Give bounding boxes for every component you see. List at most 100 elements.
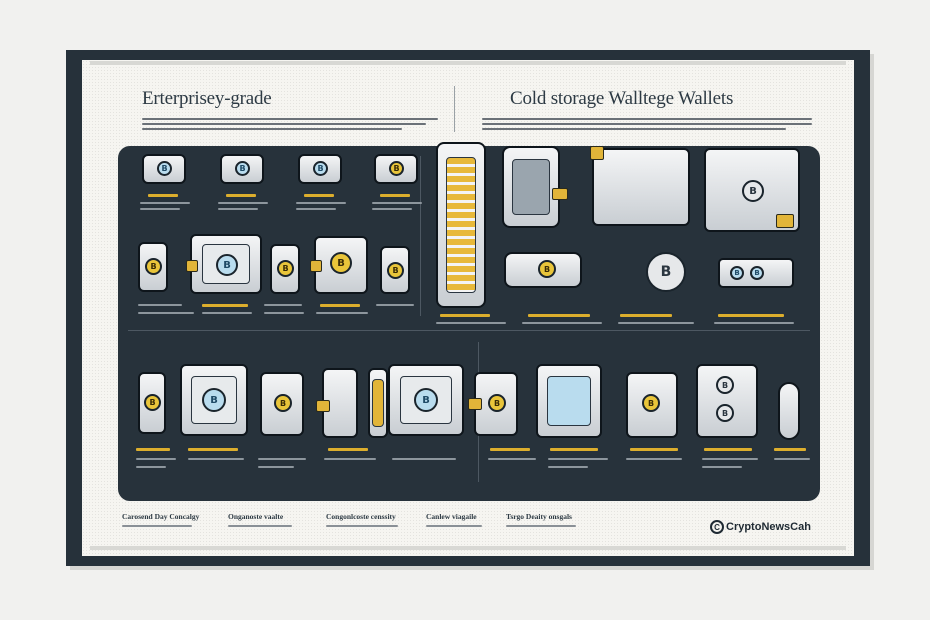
- hardware-wallet-d: B: [310, 236, 368, 294]
- caption-line: [264, 304, 302, 306]
- caption-line: [188, 458, 244, 460]
- display-wallet: [536, 364, 602, 438]
- label-bar: [440, 314, 490, 317]
- card-wallet-1: B: [142, 154, 186, 184]
- folding-wallet: [502, 146, 568, 228]
- footer-column-3: Congonlcoste censsity: [326, 512, 398, 527]
- card-wallet-2: B: [220, 154, 264, 184]
- caption-line: [140, 208, 180, 210]
- label-bar: [136, 448, 170, 451]
- caption-line: [714, 322, 794, 324]
- label-bar: [380, 194, 410, 197]
- caption-line: [372, 208, 412, 210]
- intro-text-right: [482, 118, 812, 133]
- caption-line: [488, 458, 536, 460]
- label-bar: [550, 448, 598, 451]
- caption-line: [436, 322, 506, 324]
- bitcoin-coin-icon: B: [730, 266, 744, 280]
- hardware-wallet-k: B: [468, 372, 518, 436]
- clasp: [776, 214, 794, 228]
- hardware-wallet-f: B: [138, 372, 166, 434]
- hardware-wallet-l: B: [626, 372, 678, 438]
- footer-title: Canlew viagaile: [426, 512, 477, 521]
- hardware-wallet-m: B B: [696, 364, 758, 438]
- bitcoin-coin-icon: B: [488, 394, 506, 412]
- hardware-wallet-g: B: [180, 364, 248, 436]
- heading-divider: [454, 86, 455, 132]
- caption-line: [258, 466, 294, 468]
- bitcoin-coin-icon: B: [145, 258, 162, 275]
- footer-title: Tsrgo Deaity onsgals: [506, 512, 572, 521]
- bitcoin-coin-icon: B: [716, 404, 734, 422]
- usb-wallet: B B: [718, 258, 794, 288]
- caption-line: [372, 202, 422, 204]
- card-cold-wallet: [590, 146, 690, 226]
- caption-line: [316, 312, 368, 314]
- hardware-wallet-a: B: [138, 242, 168, 292]
- coin-wallet-icon: B: [646, 252, 686, 292]
- tall-cold-wallet: [436, 142, 486, 308]
- heading-right: Cold storage Walltege Wallets: [510, 88, 734, 109]
- bitcoin-coin-icon: B: [157, 161, 172, 176]
- hardware-wallet-i: [316, 368, 358, 438]
- caption-line: [376, 304, 414, 306]
- footer-column-1: Carosend Day Concalgy: [122, 512, 199, 527]
- caption-line: [296, 208, 336, 210]
- bitcoin-coin-icon: B: [716, 376, 734, 394]
- caption-line: [138, 312, 194, 314]
- label-bar: [704, 448, 752, 451]
- label-bar: [718, 314, 784, 317]
- hardware-wallet-e: B: [380, 246, 410, 294]
- bitcoin-coin-icon: B: [538, 260, 556, 278]
- label-bar: [188, 448, 238, 451]
- poster-paper: Erterprisey-grade Cold storage Walltege …: [82, 60, 854, 556]
- hardware-wallet-b: B: [186, 234, 262, 294]
- caption-line: [522, 322, 602, 324]
- caption-line: [218, 208, 258, 210]
- panel-divider-horizontal: [128, 330, 810, 331]
- heading-left: Erterprisey-grade: [142, 88, 272, 109]
- bitcoin-coin-icon: B: [235, 161, 250, 176]
- caption-line: [392, 458, 456, 460]
- hardware-stick: [368, 368, 388, 438]
- bitcoin-coin-icon: B: [330, 252, 352, 274]
- footer-column-5: Tsrgo Deaity onsgals: [506, 512, 576, 527]
- caption-line: [324, 458, 376, 460]
- label-bar: [620, 314, 672, 317]
- intro-text-left: [142, 118, 438, 133]
- caption-line: [774, 458, 810, 460]
- footer-title: Congonlcoste censsity: [326, 512, 396, 521]
- caption-line: [626, 458, 682, 460]
- caption-line: [548, 458, 608, 460]
- caption-line: [202, 312, 252, 314]
- caption-line: [136, 466, 166, 468]
- bitcoin-coin-icon: B: [387, 262, 404, 279]
- label-bar: [328, 448, 368, 451]
- brand-logo: C CryptoNewsCah: [710, 520, 811, 534]
- clasp: [468, 398, 482, 410]
- label-bar: [226, 194, 256, 197]
- secure-wallet-box: B: [704, 148, 800, 232]
- caption-line: [618, 322, 694, 324]
- footer-column-2: Onganoste vaalte: [228, 512, 292, 527]
- bottom-edge-strip: [90, 546, 846, 550]
- bitcoin-coin-icon: B: [144, 394, 161, 411]
- caption-line: [702, 466, 742, 468]
- caption-line: [258, 458, 306, 460]
- card-wallet-3: B: [298, 154, 342, 184]
- bitcoin-coin-icon: B: [277, 260, 294, 277]
- brand-logo-icon: C: [710, 520, 724, 534]
- label-bar: [304, 194, 334, 197]
- bitcoin-coin-icon: B: [414, 388, 438, 412]
- hardware-wallet-h: B: [260, 372, 304, 436]
- caption-line: [138, 304, 182, 306]
- label-bar: [528, 314, 590, 317]
- poster-frame: Erterprisey-grade Cold storage Walltege …: [66, 50, 870, 566]
- hardware-wallet-c: B: [270, 244, 300, 294]
- bitcoin-coin-icon: B: [389, 161, 404, 176]
- clasp: [186, 260, 198, 272]
- bitcoin-coin-icon: B: [642, 394, 660, 412]
- caption-line: [218, 202, 268, 204]
- clasp: [316, 400, 330, 412]
- pen-wallet: [778, 382, 800, 440]
